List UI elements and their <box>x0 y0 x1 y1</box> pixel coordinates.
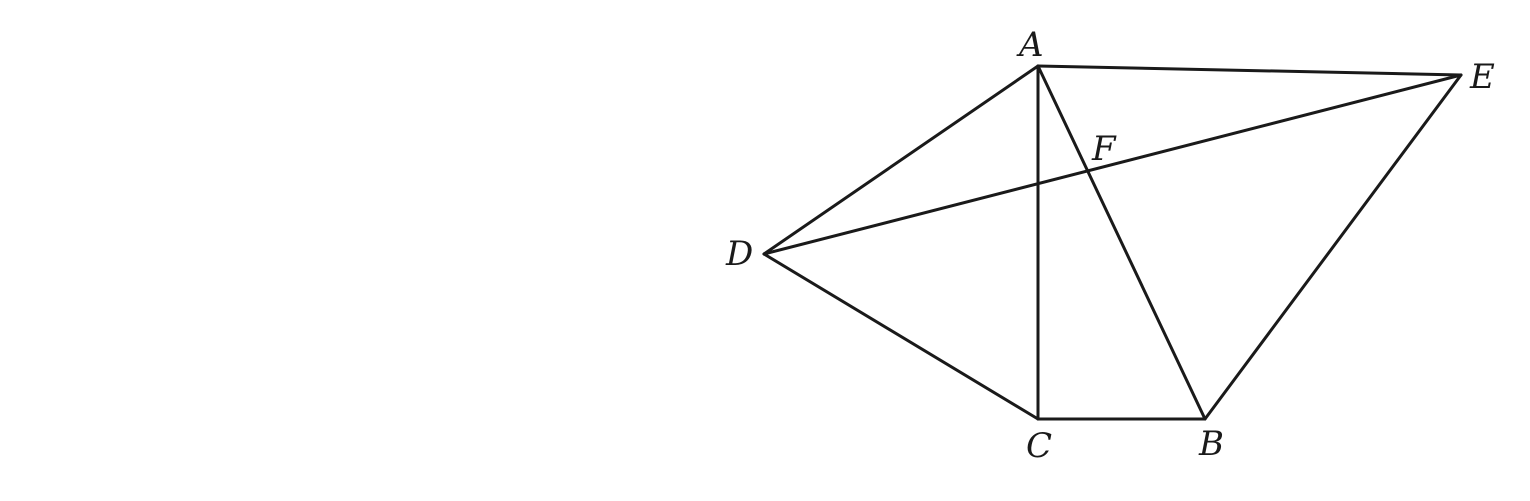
point-label-e: E <box>1469 57 1495 97</box>
segment-ab <box>1036 64 1207 421</box>
segment-dc <box>762 252 1040 421</box>
point-label-b: B <box>1198 424 1224 464</box>
segments-group <box>762 64 1463 421</box>
point-label-c: C <box>1026 426 1052 466</box>
segment-de <box>762 73 1463 256</box>
point-label-d: D <box>725 234 753 274</box>
segment-ae <box>1036 64 1463 77</box>
segment-be <box>1203 73 1463 421</box>
labels-group: A B C D E F <box>725 25 1495 466</box>
point-label-a: A <box>1016 25 1044 65</box>
point-label-f: F <box>1091 129 1117 169</box>
segment-ad <box>762 64 1040 256</box>
